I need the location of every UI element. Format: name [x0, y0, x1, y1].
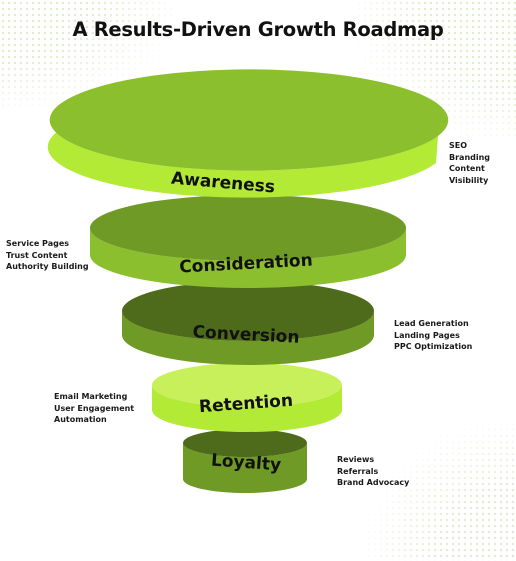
note-item: Lead Generation [394, 319, 469, 328]
note-item: Landing Pages [394, 330, 460, 340]
funnel-stage-awareness: Awareness [47, 69, 449, 198]
note-item: Email Marketing [54, 392, 128, 401]
consideration-notes: Service Pages Trust Content Authority Bu… [6, 238, 89, 273]
note-item: Automation [54, 415, 107, 424]
note-item: Authority Building [6, 262, 89, 271]
note-item: Reviews [337, 455, 375, 464]
funnel-stage-consideration: Consideration [90, 195, 406, 288]
note-item: User Engagement [54, 403, 135, 413]
funnel-stage-loyalty: Loyalty [183, 429, 307, 493]
note-item: SEO [449, 141, 468, 150]
funnel-stage-conversion: Conversion [122, 281, 374, 365]
page-title: A Results-Driven Growth Roadmap [72, 18, 444, 41]
note-item: Trust Content [6, 250, 68, 260]
awareness-notes: SEO Branding Content Visibility [449, 140, 490, 186]
conversion-notes: Lead Generation Landing Pages PPC Optimi… [394, 318, 472, 353]
stage-label: Loyalty [210, 451, 281, 476]
note-item: Visibility [449, 175, 489, 185]
loyalty-notes: Reviews Referrals Brand Advocacy [337, 454, 409, 489]
note-item: Referrals [337, 466, 379, 476]
note-item: Brand Advocacy [337, 478, 410, 487]
retention-notes: Email Marketing User Engagement Automati… [54, 391, 134, 426]
note-item: Content [449, 164, 485, 173]
note-item: Service Pages [6, 239, 70, 248]
note-item: PPC Optimization [394, 342, 473, 351]
note-item: Branding [449, 152, 491, 162]
funnel-stage-retention: Retention [152, 363, 342, 432]
